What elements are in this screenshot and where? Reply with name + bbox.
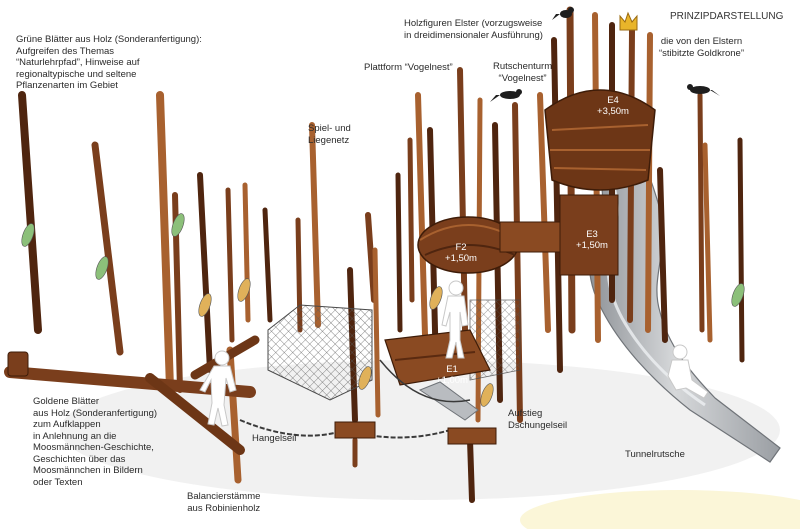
wooden-post: [467, 437, 475, 503]
label-golden-leaves: Goldene Blätter aus Holz (Sonderanfertig…: [33, 396, 158, 488]
leaves: [21, 213, 745, 407]
label-slide-tower: Rutschenturm “Vogelnest”: [493, 61, 553, 84]
wooden-post: [702, 142, 713, 343]
wooden-post: [18, 91, 42, 334]
play-net: [267, 304, 373, 401]
wooden-post: [645, 32, 653, 333]
label-magpie-figures: Holzfiguren Elster (vorzugsweise in drei…: [404, 18, 543, 41]
wooden-post: [697, 92, 705, 333]
leaf-icon: [429, 286, 443, 310]
wooden-post: [365, 212, 377, 303]
wooden-post: [91, 141, 124, 356]
label-hand-rope: Hangelseil: [252, 433, 297, 444]
leaf-icon: [171, 213, 185, 237]
wooden-post: [372, 247, 381, 418]
wooden-post: [457, 67, 468, 333]
leaf-icon: [480, 383, 494, 407]
label-platform-nest: Plattform “Vogelnest”: [364, 62, 453, 73]
step-platform-right: [447, 427, 497, 445]
leaf-icon: [731, 283, 745, 307]
level-e1: E1 +1,00m: [436, 364, 468, 386]
wooden-post: [395, 172, 403, 333]
wooden-post: [156, 91, 174, 392]
wooden-posts: [18, 6, 745, 503]
wooden-post: [197, 172, 213, 373]
child-figure-slide: [667, 344, 709, 399]
wooden-post: [262, 207, 273, 323]
magpie-figure-right: [687, 84, 720, 96]
wooden-post: [551, 37, 563, 373]
wooden-post: [407, 137, 415, 303]
leaf-icon: [198, 293, 212, 317]
magpie-figure-tower: [490, 89, 522, 102]
label-jungle-rope: Aufstieg Dschungelseil: [508, 408, 568, 431]
wooden-post: [309, 122, 321, 328]
wooden-post: [657, 167, 668, 343]
child-figure-platform: [441, 280, 469, 359]
label-golden-crown: die von den Elstern “stibitzte Goldkrone…: [659, 36, 745, 59]
leaf-icon: [95, 256, 109, 280]
leaf-icon: [21, 223, 35, 247]
level-e3: E3 +1,50m: [576, 229, 608, 251]
wooden-post: [225, 187, 235, 343]
wooden-post: [737, 137, 745, 363]
label-play-net: Spiel- und Liegenetz: [308, 123, 351, 146]
label-balance-logs: Balancierstämme aus Robinienholz: [187, 491, 261, 514]
magpie-figure-top: [552, 7, 574, 20]
jungle-rope: [379, 359, 471, 403]
label-green-leaves: Grüne Blätter aus Holz (Sonderanfertigun…: [16, 34, 202, 91]
diagram-title: PRINZIPDARSTELLUNG: [670, 11, 784, 22]
leaf-icon: [358, 366, 372, 390]
level-e2: F2 +1,50m: [445, 242, 477, 264]
bottom-shading: [520, 490, 800, 529]
wooden-post: [242, 182, 251, 323]
golden-crown-icon: [619, 11, 638, 31]
level-e4: E4 +3,50m: [597, 95, 629, 117]
wooden-post: [537, 92, 551, 333]
slide-tower: [499, 89, 656, 276]
child-figure-left: [199, 350, 237, 427]
label-tunnel-slide: Tunnelrutsche: [625, 449, 685, 460]
wooden-post: [415, 92, 428, 338]
leaf-icon: [237, 278, 251, 302]
step-platform-left: [334, 421, 376, 439]
